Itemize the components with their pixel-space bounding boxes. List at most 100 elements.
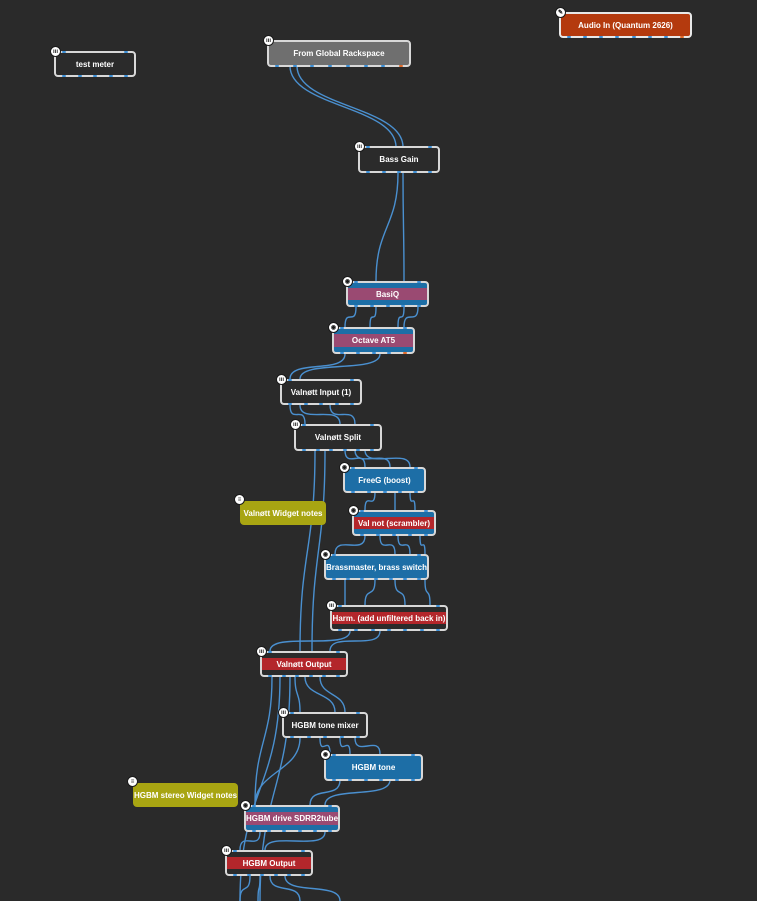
connection-wire[interactable] — [254, 737, 301, 806]
pin[interactable] — [302, 449, 306, 451]
pin[interactable] — [374, 578, 379, 580]
pin[interactable] — [62, 51, 66, 53]
pin[interactable] — [583, 36, 588, 38]
node-valnott-input[interactable]: ııı Valnøtt Input (1) — [276, 374, 362, 405]
pin[interactable] — [679, 36, 684, 38]
pin[interactable] — [363, 779, 368, 781]
connection-wire[interactable] — [319, 676, 346, 713]
pin[interactable] — [334, 403, 339, 405]
pin[interactable] — [287, 874, 292, 876]
pin[interactable] — [376, 534, 380, 536]
pin[interactable] — [345, 65, 350, 67]
node-freeg[interactable]: ◉ FreeG (boost) — [339, 462, 426, 493]
pin[interactable] — [381, 171, 386, 173]
pin[interactable] — [329, 449, 334, 451]
node-from-global-rackspace[interactable]: ııı From Global Rackspace — [263, 35, 411, 67]
pin[interactable] — [312, 830, 317, 832]
connection-wire[interactable] — [289, 353, 346, 380]
pin[interactable] — [339, 736, 344, 738]
pin[interactable] — [417, 281, 421, 283]
pin[interactable] — [599, 36, 604, 38]
node-hgbm-stereo-widget-notes[interactable]: ≡ HGBM stereo Widget notes — [127, 776, 238, 807]
pin[interactable] — [350, 403, 354, 405]
pin[interactable] — [402, 578, 407, 580]
pin[interactable] — [414, 467, 418, 469]
pin[interactable] — [62, 75, 66, 77]
connection-wire[interactable] — [379, 535, 396, 555]
connection-wire[interactable] — [403, 306, 419, 328]
connection-wire[interactable] — [329, 404, 356, 425]
pin[interactable] — [663, 36, 668, 38]
pin[interactable] — [356, 736, 360, 738]
pin[interactable] — [233, 874, 237, 876]
pin[interactable] — [403, 352, 407, 354]
pin[interactable] — [275, 65, 279, 67]
connection-wire[interactable] — [299, 449, 316, 652]
pin[interactable] — [412, 171, 417, 173]
pin[interactable] — [346, 578, 351, 580]
pin[interactable] — [366, 491, 371, 493]
connection-wire[interactable] — [299, 404, 341, 425]
pin[interactable] — [631, 36, 636, 38]
pin[interactable] — [382, 491, 387, 493]
pin[interactable] — [300, 874, 305, 876]
pin[interactable] — [336, 651, 340, 653]
pin[interactable] — [615, 36, 620, 38]
pin[interactable] — [93, 75, 97, 77]
pin[interactable] — [369, 305, 374, 307]
connection-wire[interactable] — [364, 449, 411, 468]
pin[interactable] — [416, 578, 421, 580]
pin[interactable] — [295, 675, 300, 677]
pin[interactable] — [252, 805, 256, 807]
pin[interactable] — [410, 779, 415, 781]
pin[interactable] — [355, 352, 360, 354]
pin[interactable] — [417, 554, 421, 556]
pin[interactable] — [306, 736, 311, 738]
connection-wire[interactable] — [284, 875, 341, 901]
pin[interactable] — [288, 379, 292, 381]
connection-wire[interactable] — [269, 875, 301, 901]
pin[interactable] — [322, 675, 327, 677]
pin[interactable] — [302, 424, 306, 426]
connection-wire[interactable] — [329, 630, 381, 652]
connection-wire[interactable] — [369, 306, 377, 328]
node-valnott-widget-notes[interactable]: ≡ Valnøtt Widget notes — [234, 494, 326, 525]
connection-wire[interactable] — [419, 535, 426, 555]
pin[interactable] — [233, 850, 237, 852]
connection-wire[interactable] — [344, 306, 357, 328]
connection-wire[interactable] — [289, 65, 397, 148]
pin[interactable] — [408, 534, 412, 536]
pin[interactable] — [354, 281, 358, 283]
pin[interactable] — [386, 629, 391, 631]
pin[interactable] — [315, 449, 320, 451]
node-basiq[interactable]: ◉ BasiQ — [342, 276, 429, 307]
node-octave-at5[interactable]: ◉ Octave AT5 — [328, 322, 415, 354]
connection-wire[interactable] — [402, 172, 405, 282]
pin[interactable] — [338, 605, 342, 607]
pin[interactable] — [310, 65, 315, 67]
pin[interactable] — [340, 352, 344, 354]
pin[interactable] — [567, 36, 571, 38]
pin[interactable] — [403, 327, 407, 329]
pin[interactable] — [332, 578, 336, 580]
pin[interactable] — [388, 578, 393, 580]
connection-wire[interactable] — [264, 831, 326, 851]
pin[interactable] — [392, 534, 396, 536]
pin[interactable] — [273, 874, 278, 876]
pin[interactable] — [371, 352, 376, 354]
pin[interactable] — [370, 629, 375, 631]
pin[interactable] — [395, 779, 400, 781]
pin[interactable] — [417, 305, 421, 307]
connection-wire[interactable] — [424, 579, 431, 606]
node-valnott-split[interactable]: ııı Valnøtt Split — [290, 419, 382, 451]
pin[interactable] — [436, 605, 440, 607]
pin[interactable] — [356, 712, 360, 714]
node-hgbm-tone-mixer[interactable]: ııı HGBM tone mixer — [278, 707, 368, 738]
connection-wire[interactable] — [354, 449, 391, 468]
pin[interactable] — [347, 779, 352, 781]
pin[interactable] — [424, 534, 428, 536]
pin[interactable] — [268, 651, 272, 653]
pin[interactable] — [319, 403, 323, 405]
pin[interactable] — [356, 449, 361, 451]
pin[interactable] — [303, 403, 308, 405]
